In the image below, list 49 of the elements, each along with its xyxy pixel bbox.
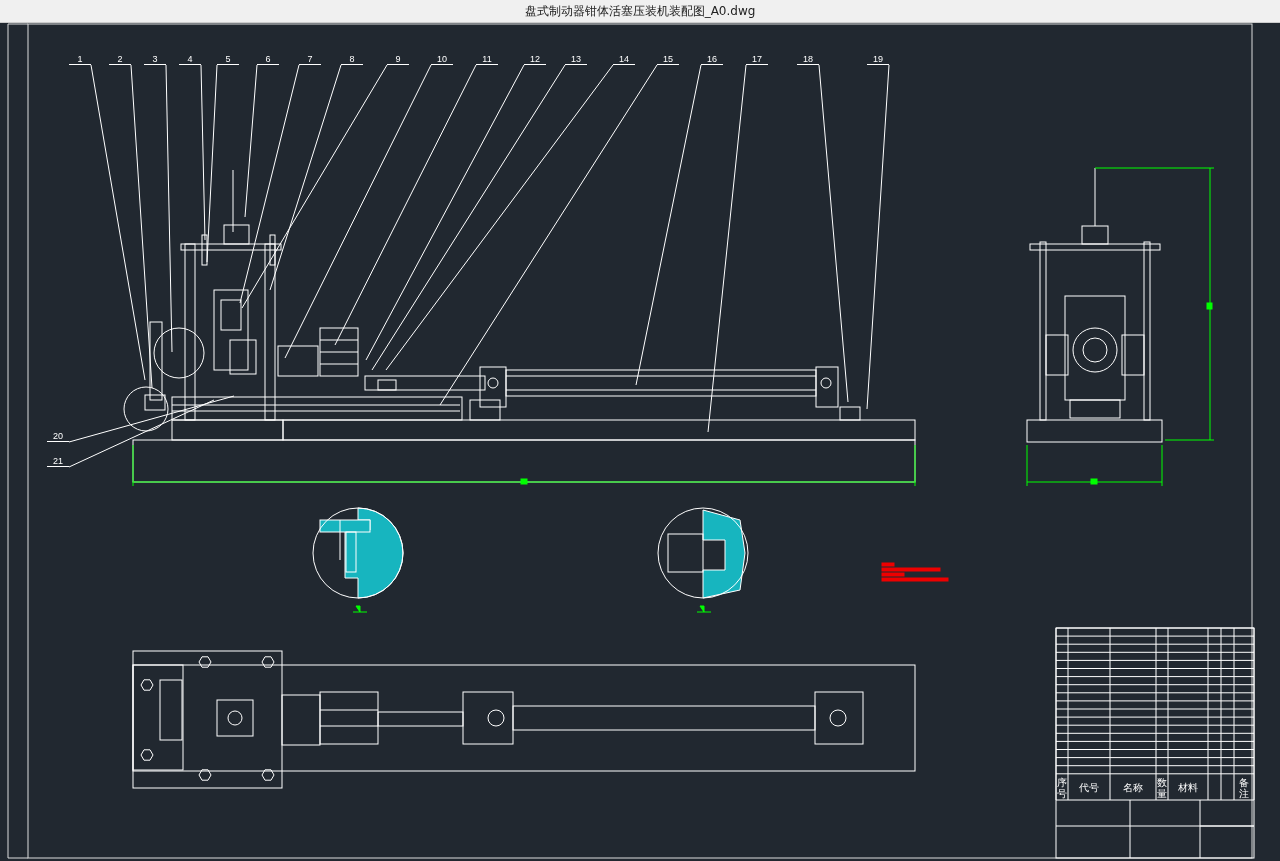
- leader-line: [165, 64, 173, 353]
- callout-number: 11: [476, 55, 498, 65]
- table-header: 备注: [1239, 776, 1249, 799]
- leader-line: [200, 64, 206, 241]
- leader-line: [866, 64, 890, 410]
- leader-line: [635, 64, 702, 386]
- leader-line: [334, 64, 477, 346]
- callout-number: 19: [867, 55, 889, 65]
- callout-number: 3: [144, 55, 166, 65]
- leader-line: [707, 64, 747, 433]
- leader-line: [818, 64, 849, 403]
- callout-number: 16: [701, 55, 723, 65]
- callout-number: 17: [746, 55, 768, 65]
- leader-line: [68, 399, 215, 468]
- callout-number: 4: [179, 55, 201, 65]
- leader-line: [206, 64, 218, 263]
- table-header: 序号: [1057, 776, 1067, 799]
- callout-number: 10: [431, 55, 453, 65]
- table-header: 数量: [1157, 776, 1167, 799]
- leader-line: [371, 64, 566, 371]
- window-title: 盘式制动器钳体活塞压装机装配图_A0.dwg: [523, 3, 757, 20]
- callout-number: 15: [657, 55, 679, 65]
- callout-number: 21: [47, 457, 69, 467]
- callout-number: 12: [524, 55, 546, 65]
- table-header: 代号: [1079, 782, 1099, 793]
- leader-line: [90, 64, 146, 381]
- callout-number: 9: [387, 55, 409, 65]
- callout-number: 18: [797, 55, 819, 65]
- callout-number: 8: [341, 55, 363, 65]
- table-header: 名称: [1123, 782, 1143, 793]
- leader-line: [385, 64, 614, 371]
- table-header: 材料: [1178, 782, 1198, 793]
- leader-line: [439, 64, 658, 406]
- leader-line: [365, 64, 525, 361]
- callout-number: 6: [257, 55, 279, 65]
- callout-number: 13: [565, 55, 587, 65]
- callout-number: 14: [613, 55, 635, 65]
- callout-number: 5: [217, 55, 239, 65]
- callout-number: 2: [109, 55, 131, 65]
- callout-number: 7: [299, 55, 321, 65]
- callout-number: 1: [69, 55, 91, 65]
- callout-number: 20: [47, 432, 69, 442]
- leader-line: [239, 64, 300, 304]
- leader-line: [68, 395, 235, 443]
- leader-line: [244, 64, 258, 218]
- leader-line: [284, 64, 432, 359]
- leader-line: [130, 64, 153, 389]
- leader-line: [241, 64, 388, 309]
- leader-line: [269, 64, 342, 291]
